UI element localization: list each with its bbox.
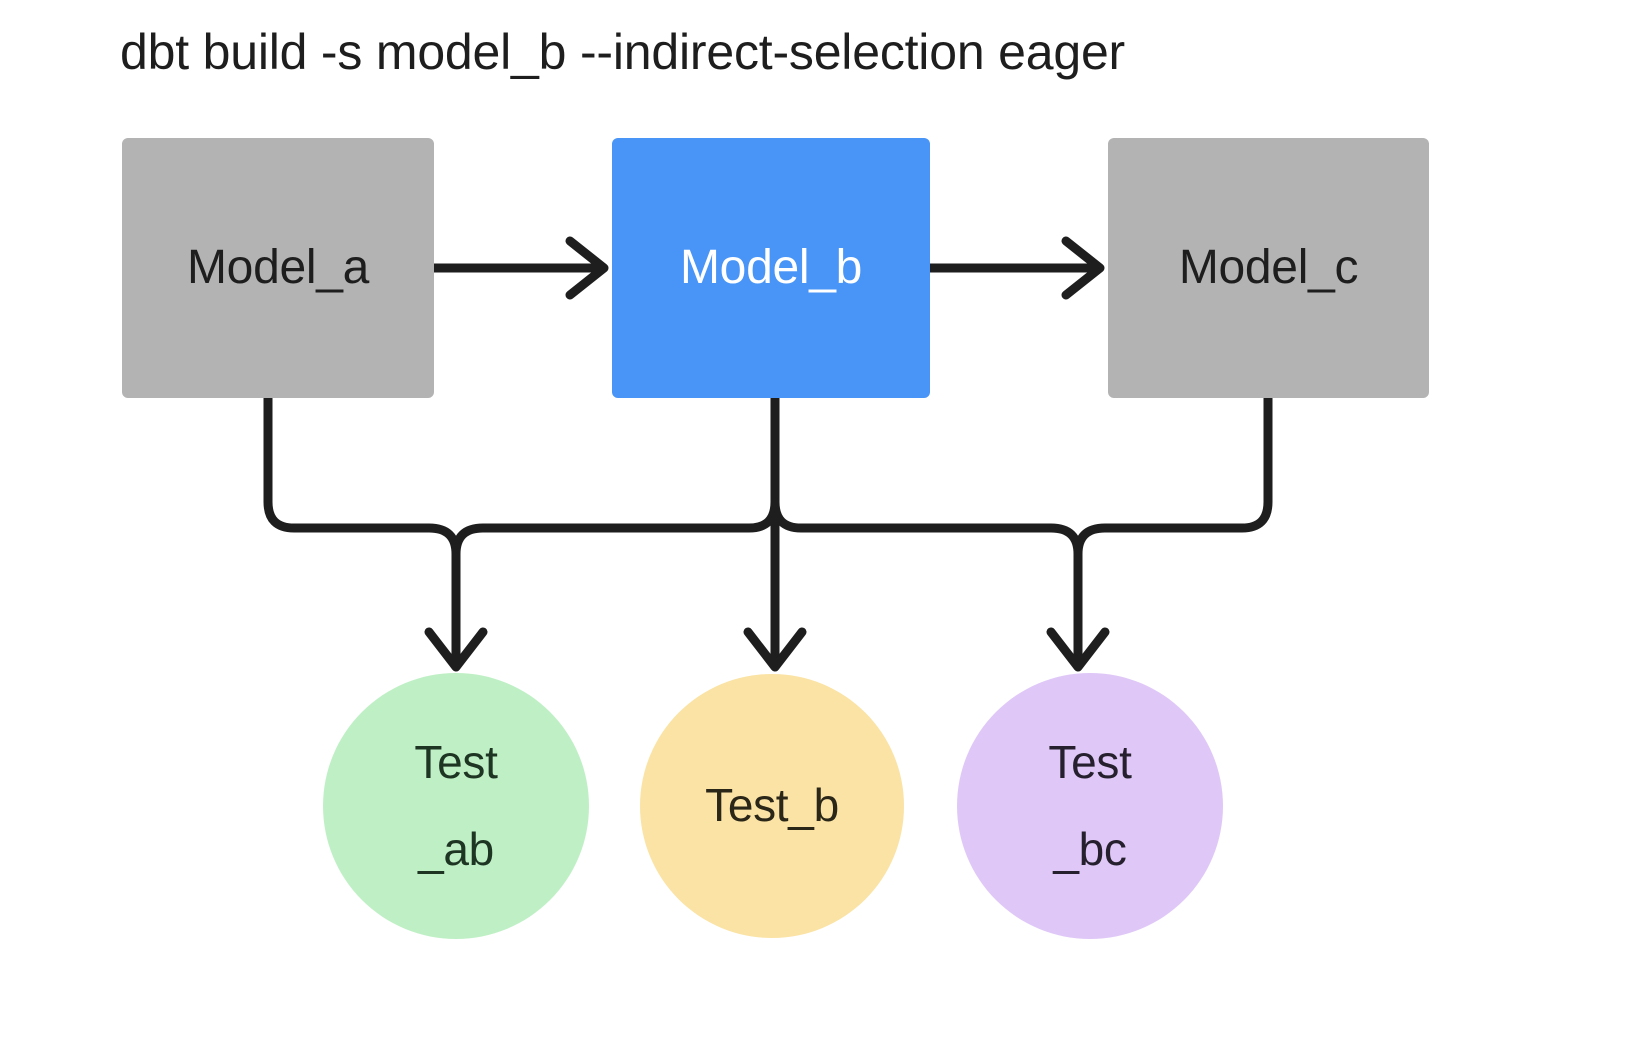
node-model-a-label: Model_a [186,240,370,294]
node-model-b-label: Model_b [679,240,863,294]
edge-model-b-to-model-c [925,236,1105,300]
node-model-a[interactable]: Model_a [122,138,434,398]
node-test-bc-label: Test _bc [1048,735,1132,875]
node-model-b[interactable]: Model_b [612,138,930,398]
edge-model-b-to-test-b [743,393,807,672]
edge-model-a-to-model-b [429,236,609,300]
node-test-ab[interactable]: Test _ab [323,673,589,939]
edge-model-b-to-test-ab [451,393,780,615]
node-test-bc[interactable]: Test _bc [957,673,1223,939]
edge-model-b-to-test-bc [770,393,1110,672]
node-test-b[interactable]: Test_b [640,674,904,938]
edge-model-c-to-test-bc [1073,393,1273,615]
node-model-c-label: Model_c [1178,240,1359,294]
node-model-c[interactable]: Model_c [1108,138,1429,398]
node-test-ab-label: Test _ab [414,735,498,875]
node-test-b-label: Test_b [705,779,839,832]
edge-model-a-to-test-ab [263,393,488,672]
diagram-title: dbt build -s model_b --indirect-selectio… [120,24,1126,80]
